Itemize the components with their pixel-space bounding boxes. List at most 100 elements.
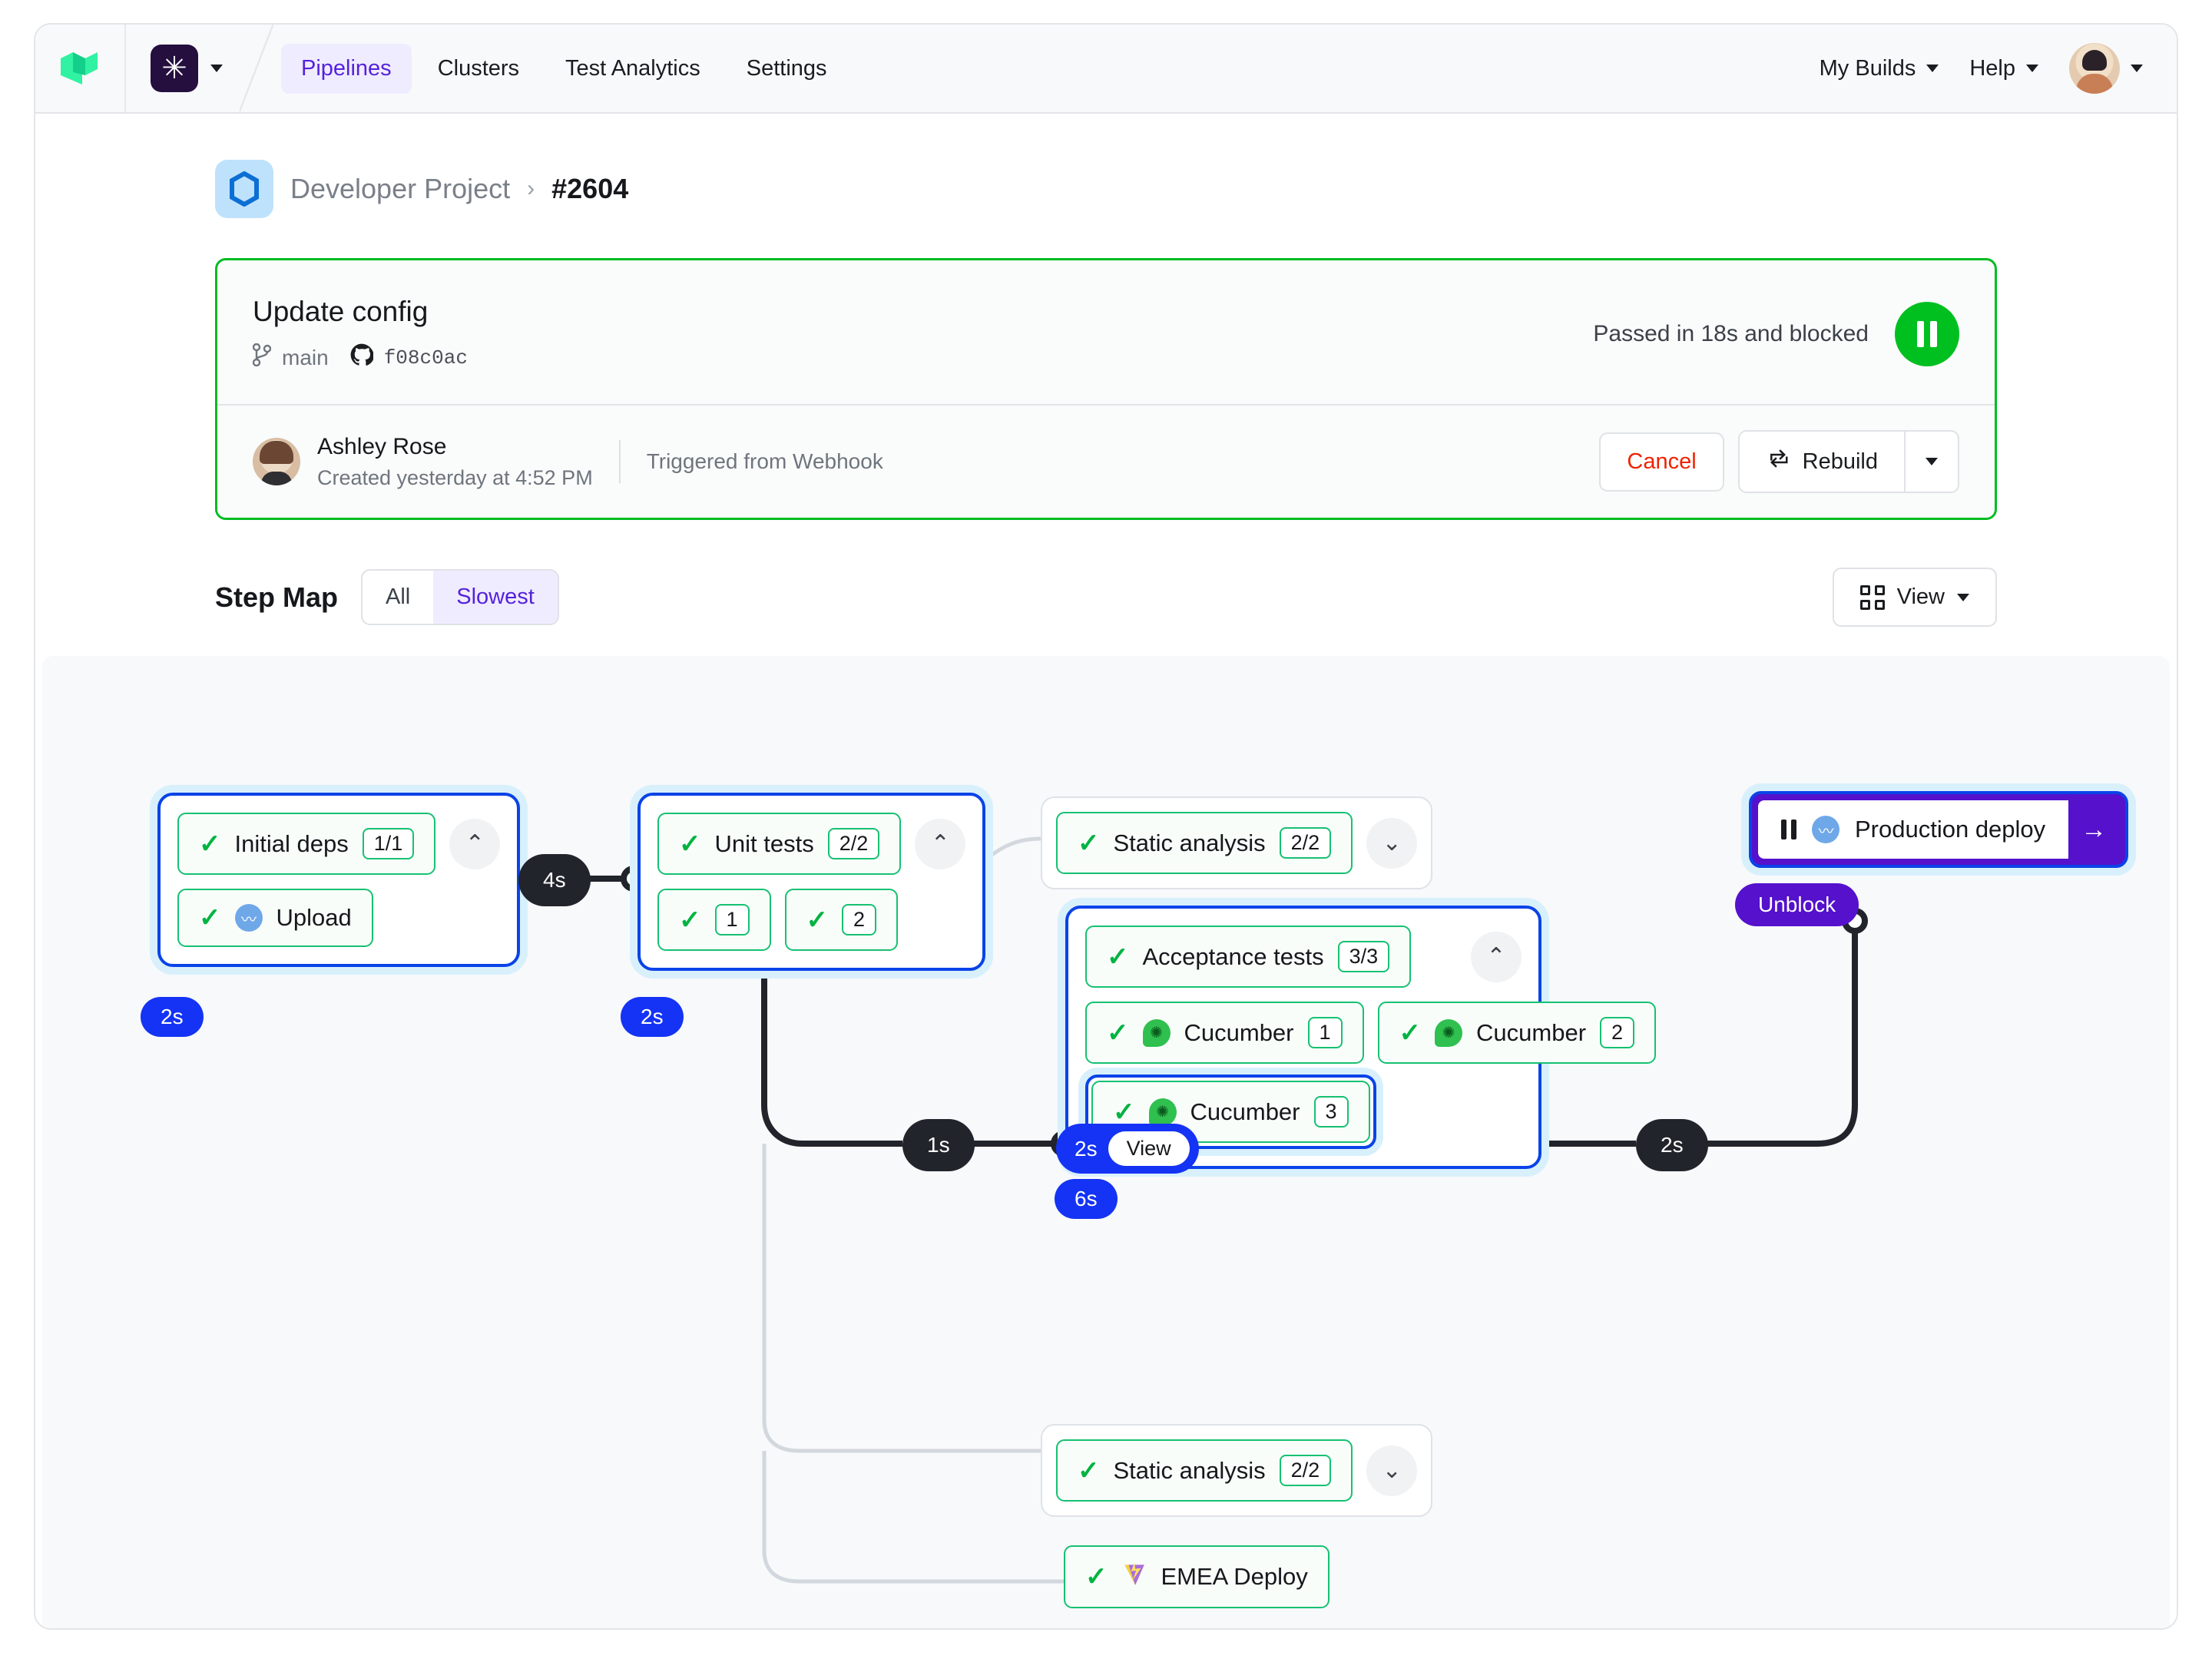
chevron-up-icon[interactable]: ⌃: [1471, 931, 1522, 982]
filter-all[interactable]: All: [386, 584, 411, 609]
breadcrumb-project[interactable]: Developer Project: [290, 173, 511, 204]
breadcrumb-separator: ›: [527, 176, 535, 201]
step-group-acceptance-tests[interactable]: ✓ Acceptance tests 3/3 ⌃ ✓ ✺ Cucumber 1: [1055, 906, 1657, 1219]
block-outer: 〰 Production deploy →: [1749, 791, 2129, 868]
group-box: ✓ Unit tests 2/2 ⌃ ✓ 1 ✓ 2: [637, 793, 986, 971]
nav-link-pipelines[interactable]: Pipelines: [281, 43, 412, 94]
step-chip-acceptance-tests[interactable]: ✓ Acceptance tests 3/3: [1085, 926, 1412, 988]
nav-link-settings[interactable]: Settings: [746, 55, 827, 81]
build-meta: main f08c0ac: [252, 343, 468, 372]
author-name: Ashley Rose: [317, 433, 447, 459]
my-builds-menu[interactable]: My Builds: [1820, 56, 1939, 81]
divider: [618, 440, 621, 483]
chevron-down-icon: [2131, 65, 2143, 72]
chevron-down-icon: [1926, 458, 1938, 465]
step-label: Acceptance tests: [1142, 942, 1324, 970]
step-chip-unit-test-1[interactable]: ✓ 1: [657, 889, 771, 951]
help-menu[interactable]: Help: [1969, 56, 2038, 81]
chevron-down-icon[interactable]: ⌄: [1366, 817, 1418, 869]
nav-link-test-analytics[interactable]: Test Analytics: [565, 55, 700, 81]
chevron-down-icon[interactable]: ⌄: [1366, 1445, 1418, 1496]
block-label-area[interactable]: 〰 Production deploy: [1758, 800, 2069, 859]
chevron-up-icon[interactable]: ⌃: [915, 818, 966, 869]
pause-status-icon: [1895, 301, 1959, 366]
edge-duration-pill: 4s: [518, 854, 591, 906]
cucumber-icon: ✺: [1148, 1098, 1177, 1126]
step-count: 2: [1600, 1017, 1635, 1048]
selected-step-duration-pill: 2s View: [1056, 1124, 1199, 1174]
unblock-button[interactable]: Unblock: [1735, 883, 1859, 926]
buildkite-logo[interactable]: [35, 25, 126, 112]
view-label: View: [1896, 584, 1945, 609]
step-chip-initial-deps[interactable]: ✓ Initial deps 1/1: [177, 813, 436, 875]
group-header-row: ✓ Acceptance tests 3/3 ⌃: [1085, 926, 1522, 988]
view-step-button[interactable]: View: [1108, 1131, 1190, 1166]
step-group-emea-deploy[interactable]: ✓ EMEA Deploy: [1064, 1545, 1330, 1608]
check-icon: ✓: [199, 829, 221, 859]
step-chip-unit-tests[interactable]: ✓ Unit tests 2/2: [657, 813, 902, 875]
pipeline-emoji-icon: [215, 160, 273, 218]
step-group-unit-tests[interactable]: ✓ Unit tests 2/2 ⌃ ✓ 1 ✓ 2: [621, 793, 986, 1037]
group-children-row-1: ✓ ✺ Cucumber 1 ✓ ✺ Cucumber 2: [1085, 1002, 1657, 1064]
build-heading-group: Update config main: [252, 296, 468, 372]
step-chip-cucumber-1[interactable]: ✓ ✺ Cucumber 1: [1085, 1002, 1364, 1064]
view-button[interactable]: View: [1832, 568, 1997, 627]
block-inner: 〰 Production deploy →: [1756, 798, 2122, 861]
continue-arrow-icon[interactable]: →: [2081, 814, 2108, 844]
build-title: Update config: [253, 296, 429, 327]
edge-duration-pill: 2s: [1636, 1119, 1708, 1171]
nav-links: Pipelines Clusters Test Analytics Settin…: [273, 25, 847, 112]
check-icon: ✓: [1078, 828, 1100, 858]
chevron-up-icon[interactable]: ⌃: [449, 818, 501, 869]
rebuild-dropdown-button[interactable]: [1905, 430, 1959, 493]
rebuild-button[interactable]: Rebuild: [1737, 430, 1905, 493]
nav-link-clusters[interactable]: Clusters: [437, 55, 520, 81]
top-navigation-bar: ✳ Pipelines Clusters Test Analytics Sett…: [35, 25, 2177, 114]
step-chip-cucumber-2[interactable]: ✓ ✺ Cucumber 2: [1377, 1002, 1657, 1064]
build-summary-panel: Update config main: [215, 258, 1997, 520]
rebuild-icon: [1766, 447, 1790, 476]
step-label: Cucumber: [1190, 1098, 1300, 1125]
step-chip-unit-test-2[interactable]: ✓ 2: [784, 889, 899, 951]
duration-value: 2s: [1075, 1136, 1098, 1161]
step-block-production-deploy[interactable]: 〰 Production deploy → Unblock: [1735, 791, 2129, 926]
build-author-row: Ashley Rose Created yesterday at 4:52 PM…: [217, 406, 1995, 518]
step-count: 3/3: [1337, 941, 1390, 972]
step-chip-upload[interactable]: ✓ 〰 Upload: [177, 889, 373, 947]
step-label: Cucumber: [1476, 1018, 1587, 1046]
step-chip-static-analysis[interactable]: ✓ Static analysis 2/2: [1056, 1439, 1353, 1502]
org-switcher[interactable]: ✳: [126, 25, 240, 112]
build-summary-header: Update config main: [217, 260, 1995, 406]
step-count: 2: [842, 904, 877, 935]
chevron-down-icon: [2026, 65, 2038, 72]
step-count: 1: [714, 904, 750, 935]
author-block: Ashley Rose Created yesterday at 4:52 PM: [317, 434, 593, 490]
commit-sha[interactable]: f08c0ac: [383, 346, 468, 369]
rebuild-split-button: Rebuild: [1737, 430, 1959, 493]
group-header-row: ✓ Initial deps 1/1 ⌃: [177, 813, 501, 875]
step-count: 2/2: [827, 828, 880, 859]
group-children: ✓ 1 ✓ 2: [657, 889, 965, 951]
org-avatar: ✳: [151, 45, 198, 92]
step-group-static-analysis-top[interactable]: ✓ Static analysis 2/2 ⌄: [1041, 796, 1433, 889]
avatar: [253, 438, 300, 485]
step-group-static-analysis-bottom[interactable]: ✓ Static analysis 2/2 ⌄: [1041, 1424, 1433, 1517]
step-group-initial-deps[interactable]: ✓ Initial deps 1/1 ⌃ ✓ 〰 Upload: [141, 793, 521, 1037]
step-map-canvas[interactable]: ✓ Initial deps 1/1 ⌃ ✓ 〰 Upload: [42, 656, 2170, 1628]
step-count: 1/1: [362, 828, 415, 859]
page-title: Step Map: [215, 581, 339, 613]
step-label: EMEA Deploy: [1161, 1563, 1308, 1590]
cucumber-icon: ✺: [1142, 1018, 1171, 1047]
step-chip-emea-deploy[interactable]: ✓ EMEA Deploy: [1064, 1545, 1330, 1608]
step-count: 3: [1313, 1096, 1349, 1128]
build-created-time: Created yesterday at 4:52 PM: [317, 465, 593, 489]
filter-slowest[interactable]: Slowest: [433, 571, 558, 624]
cancel-button[interactable]: Cancel: [1599, 432, 1724, 492]
step-chip-static-analysis[interactable]: ✓ Static analysis 2/2: [1056, 812, 1353, 874]
page-body: Developer Project › #2604 Update config: [35, 114, 2177, 1628]
user-menu[interactable]: [2069, 43, 2143, 94]
avatar: [2069, 43, 2120, 94]
build-status-text: Passed in 18s and blocked: [1593, 320, 1869, 346]
group-box: ✓ Initial deps 1/1 ⌃ ✓ 〰 Upload: [157, 793, 521, 967]
step-label: Static analysis: [1113, 1456, 1266, 1484]
